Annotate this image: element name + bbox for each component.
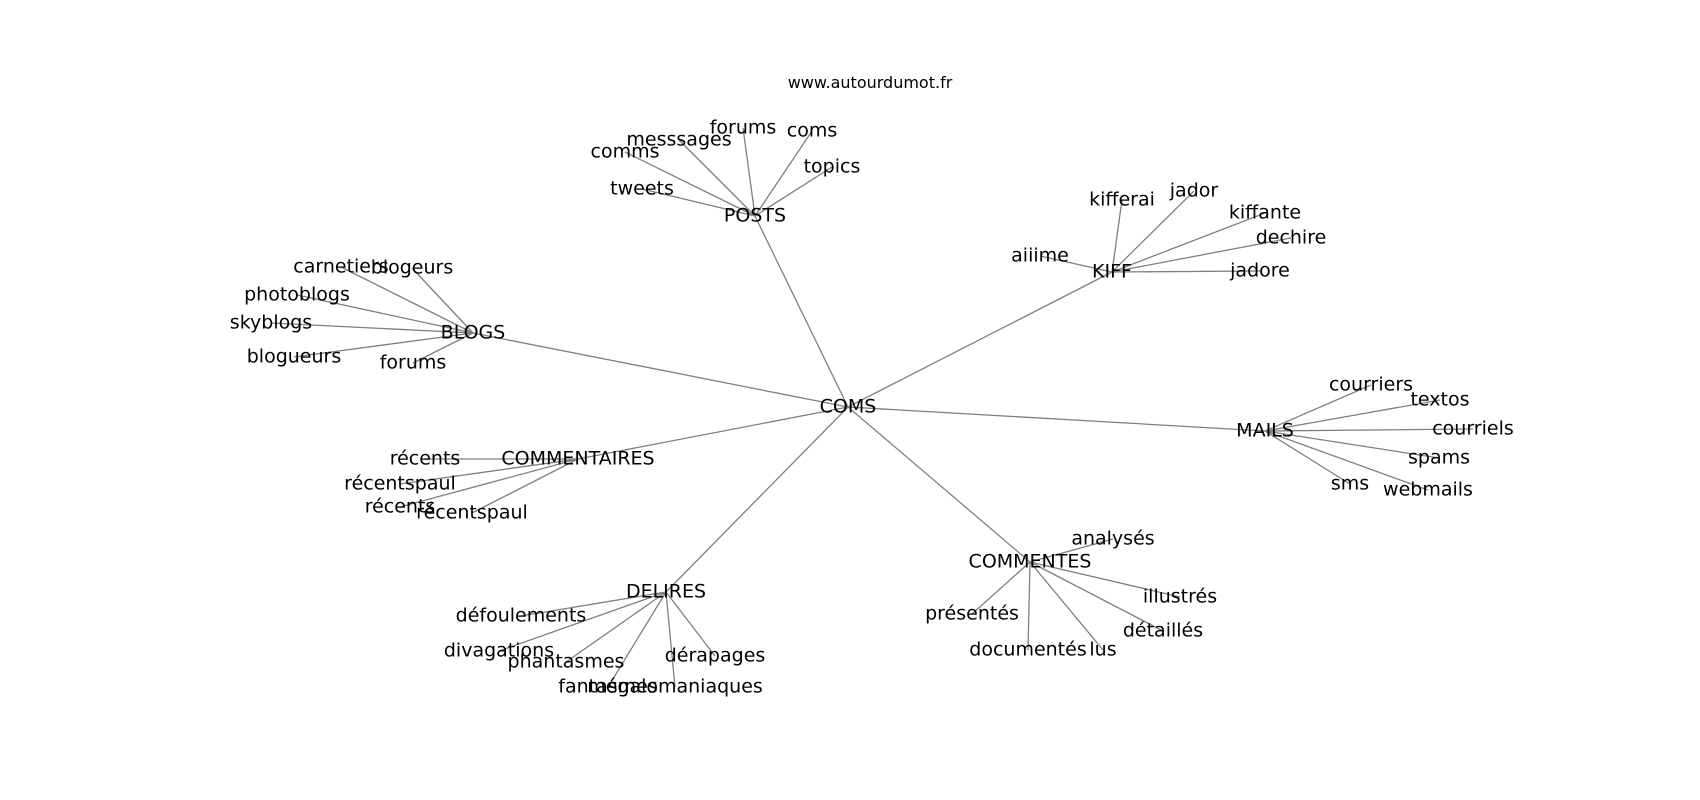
word-node: récentspaul <box>344 473 456 495</box>
edge-posts-word <box>754 166 833 217</box>
edge-center-delires <box>665 406 849 593</box>
edge-delires-word <box>565 591 667 663</box>
edge-commentes-word <box>1027 561 1031 651</box>
edge-kiff-word <box>1111 270 1261 273</box>
hub-node-commentes: COMMENTES <box>969 551 1092 573</box>
word-node: forums <box>380 352 447 374</box>
hub-node-kiff: KIFF <box>1092 261 1132 283</box>
hub-node-blogs: BLOGS <box>441 322 506 344</box>
source-label: www.autourdumot.fr <box>788 73 953 92</box>
edge-blogs-word <box>293 332 474 358</box>
hub-node-delires: DELIRES <box>626 581 706 603</box>
word-node: analysés <box>1071 528 1154 550</box>
word-node: messsages <box>626 129 731 151</box>
center-node: COMS <box>820 396 877 418</box>
word-node: coms <box>787 120 837 142</box>
edge-center-commentaires <box>577 406 849 460</box>
edge-mails-word <box>1264 428 1474 432</box>
word-node: récents <box>390 448 461 470</box>
edge-kiff-word <box>1111 237 1292 273</box>
word-node: phantasmes <box>508 651 625 673</box>
edge-commentaires-word <box>399 458 579 485</box>
edge-blogs-word <box>270 322 474 334</box>
word-node: divagations <box>444 640 554 662</box>
word-node: dérapages <box>665 645 766 667</box>
word-node: détaillés <box>1123 620 1203 642</box>
word-node: fantasmes <box>558 676 657 698</box>
word-node: carnetiers <box>293 256 388 278</box>
edge-commentes-word <box>971 561 1031 615</box>
word-node: courriers <box>1329 374 1413 396</box>
word-node: documentés <box>969 639 1086 661</box>
edge-blogs-word <box>412 332 474 364</box>
edge-posts-word <box>641 188 756 217</box>
edge-center-blogs <box>472 332 849 408</box>
hub-node-mails: MAILS <box>1236 420 1294 442</box>
edge-delires-word <box>665 591 716 657</box>
word-node: comms <box>591 141 660 163</box>
word-node: présentés <box>925 603 1019 625</box>
edge-blogs-word <box>411 267 474 334</box>
edge-delires-word <box>520 591 667 617</box>
word-node: jadore <box>1229 260 1290 282</box>
edge-commentes-word <box>1029 538 1114 563</box>
word-node: récentspaul <box>416 502 528 524</box>
word-node: illustrés <box>1143 586 1217 608</box>
edge-kiff-word <box>1111 199 1123 273</box>
word-node: topics <box>804 156 861 178</box>
word-node: blogueurs <box>247 346 342 368</box>
edge-mails-word <box>1264 430 1351 485</box>
edge-center-kiff <box>847 271 1113 408</box>
word-node: tweets <box>610 178 674 200</box>
edge-blogs-word <box>296 294 474 334</box>
edge-commentes-word <box>1029 561 1104 651</box>
edge-posts-word <box>742 127 756 217</box>
edge-blogs-word <box>340 266 474 334</box>
edge-center-posts <box>754 215 849 408</box>
hub-node-commentaires: COMMENTAIRES <box>501 448 654 470</box>
edge-commentaires-word <box>399 458 579 508</box>
word-node: courriels <box>1432 418 1514 440</box>
word-node: mégalomaniaques <box>587 676 763 698</box>
edge-mails-word <box>1264 399 1441 432</box>
word-node: textos <box>1410 389 1469 411</box>
edge-commentes-word <box>1029 561 1164 632</box>
word-node: skyblogs <box>230 312 312 334</box>
edge-commentes-word <box>1029 561 1181 598</box>
word-node: lus <box>1089 639 1116 661</box>
edge-posts-word <box>754 130 813 217</box>
word-node: défoulements <box>456 605 587 627</box>
edge-center-mails <box>847 406 1266 432</box>
edge-posts-word <box>678 139 756 217</box>
word-node: kiffante <box>1229 202 1301 224</box>
word-node: spams <box>1408 447 1470 469</box>
edge-center-commentes <box>847 406 1031 563</box>
edge-kiff-word <box>1111 212 1266 273</box>
word-node: jador <box>1169 180 1219 202</box>
word-node: récents <box>365 496 436 518</box>
edge-kiff-word <box>1111 190 1195 273</box>
edge-posts-word <box>624 151 756 217</box>
edge-mails-word <box>1264 430 1440 459</box>
edge-delires-word <box>607 591 667 688</box>
edge-delires-word <box>665 591 676 688</box>
word-node: photoblogs <box>244 284 350 306</box>
word-node: dechire <box>1256 227 1327 249</box>
edge-delires-word <box>498 591 667 652</box>
word-node: kifferai <box>1089 189 1155 211</box>
edge-kiff-word <box>1039 255 1113 273</box>
word-node: webmails <box>1383 479 1473 501</box>
edge-mails-word <box>1264 430 1429 491</box>
word-node: blogeurs <box>371 257 453 279</box>
edge-commentaires-word <box>471 458 579 514</box>
word-node: forums <box>710 117 777 139</box>
word-node: sms <box>1331 473 1369 495</box>
word-node: aiiime <box>1011 245 1069 267</box>
hub-node-posts: POSTS <box>724 205 786 227</box>
edge-mails-word <box>1264 384 1372 432</box>
